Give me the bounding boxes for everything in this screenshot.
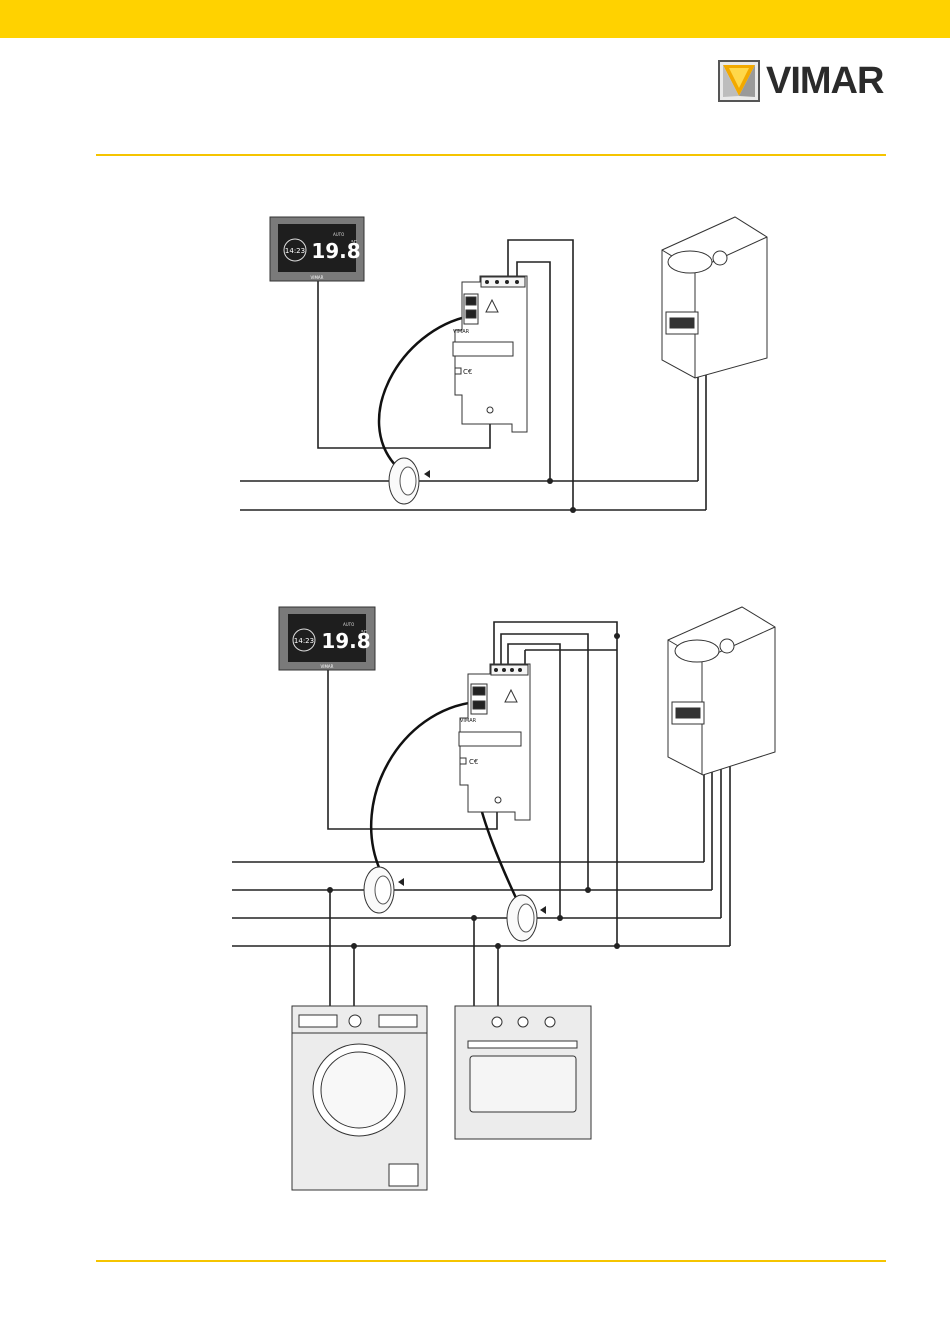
washing-machine: [292, 1006, 427, 1190]
junction-dot: [547, 478, 553, 484]
electricity-meter-1: [662, 217, 767, 378]
energy-module-1: VIMAR C€: [453, 276, 527, 432]
module-ce-mark: C€: [463, 368, 472, 376]
module-ce-mark: C€: [469, 758, 478, 766]
display-unit: °C: [361, 630, 368, 636]
diagram-2: 14:23 19.8 °C AUTO VIMAR VIMAR C€: [232, 607, 775, 1190]
display-mode: AUTO: [343, 622, 354, 627]
thermostat-display-2: 14:23 19.8 °C AUTO VIMAR: [279, 607, 375, 670]
junction-dot: [570, 507, 576, 513]
display-brand: VIMAR: [311, 275, 324, 280]
energy-module-2: VIMAR C€: [459, 664, 530, 820]
display-mode: AUTO: [333, 232, 344, 237]
display-clock: 14:23: [294, 637, 314, 645]
module-brand: VIMAR: [453, 329, 470, 335]
electricity-meter-2: [668, 607, 775, 775]
diagram-1: 14:23 19.8 °C AUTO VIMAR VIMAR C€: [240, 217, 767, 513]
display-clock: 14:23: [285, 247, 305, 255]
module-brand: VIMAR: [460, 718, 477, 724]
display-unit: °C: [351, 240, 358, 246]
oven: [455, 1006, 591, 1139]
display-brand: VIMAR: [321, 664, 334, 669]
thermostat-display-1: 14:23 19.8 °C AUTO VIMAR: [270, 217, 364, 281]
